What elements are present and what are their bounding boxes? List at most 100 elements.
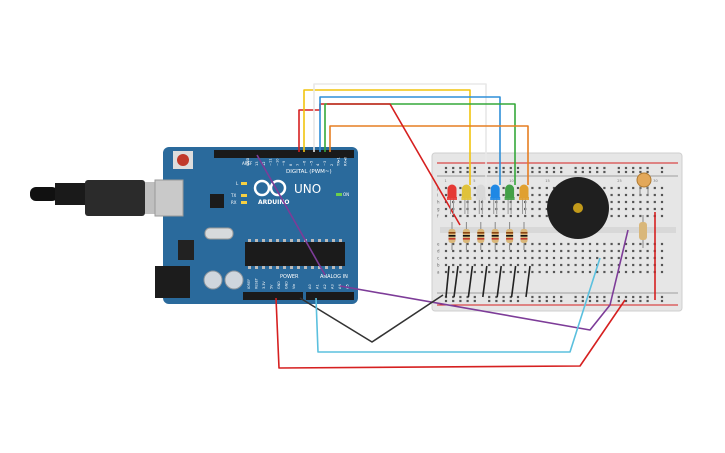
breadboard-hole [516, 214, 520, 218]
breadboard-hole [552, 249, 556, 253]
wire-red-5v [275, 297, 626, 369]
rail-hole [473, 166, 476, 170]
resistor-band [477, 235, 485, 237]
breadboard-hole [617, 249, 620, 253]
breadboard-hole [545, 200, 548, 204]
usb-plug-housing [85, 180, 145, 216]
rail-hole [538, 166, 541, 170]
breadboard-hole [603, 263, 606, 267]
rail-hole [488, 295, 491, 299]
column-number: 30 [653, 179, 657, 183]
breadboard-hole [603, 270, 606, 274]
rail-hole [473, 170, 476, 174]
breadboard-hole [488, 256, 491, 260]
gnd-pin-label: GND [246, 158, 250, 166]
breadboard-hole [567, 242, 570, 246]
rail-hole [574, 295, 577, 299]
breadboard-hole [480, 242, 484, 246]
logo-left-loop [253, 179, 271, 197]
breadboard-hole [473, 263, 476, 267]
rail-hole [624, 166, 628, 170]
breadboard-hole [473, 200, 476, 204]
breadboard-hole [459, 193, 462, 197]
breadboard-hole [639, 249, 642, 253]
rail-hole [488, 299, 491, 303]
resistor-band [448, 238, 456, 240]
breadboard-hole [488, 200, 491, 204]
digital-label: DIGITAL (PWM~) [286, 169, 332, 175]
breadboard-hole [459, 256, 462, 260]
breadboard-hole [459, 242, 462, 246]
breadboard-hole [459, 214, 462, 218]
rail-hole [596, 166, 599, 170]
breadboard-hole [624, 207, 628, 211]
breadboard-hole [574, 249, 577, 253]
rail-hole [488, 166, 491, 170]
breadboard-hole [646, 207, 649, 211]
breadboard-hole [466, 256, 469, 260]
rail-hole [617, 295, 620, 299]
rail-hole [639, 170, 642, 174]
rail-hole [560, 170, 563, 174]
breadboard-hole [516, 207, 520, 211]
breadboard-hole [531, 207, 534, 211]
digital-pin-label: 7 [296, 164, 300, 166]
mcu-pin [297, 239, 300, 242]
breadboard-hole [596, 249, 599, 253]
rail-hole [516, 170, 520, 174]
breadboard-hole [466, 242, 469, 246]
breadboard-hole [653, 193, 656, 197]
rail-hole [545, 166, 548, 170]
breadboard-hole [660, 270, 664, 274]
breadboard-hole [509, 242, 512, 246]
breadboard-hole [560, 263, 563, 267]
breadboard-hole [596, 270, 599, 274]
breadboard-hole [488, 214, 491, 218]
breadboard-hole [639, 214, 642, 218]
rail-hole [646, 166, 649, 170]
breadboard-hole [632, 200, 635, 204]
mcu-pin [262, 266, 265, 269]
rail-hole [516, 295, 520, 299]
breadboard-hole [574, 270, 577, 274]
rail-hole [639, 166, 642, 170]
ground-jumper-wire [467, 265, 474, 298]
breadboard-hole [560, 270, 563, 274]
rail-hole [459, 170, 462, 174]
rail-hole [502, 170, 505, 174]
rail-hole [466, 166, 469, 170]
column-number: 5 [473, 179, 475, 183]
power-pin-label: GND [277, 281, 281, 289]
rail-hole [646, 295, 649, 299]
rail-hole [466, 170, 469, 174]
rail-hole [509, 299, 512, 303]
resistor-band [477, 238, 485, 240]
breadboard-hole [632, 256, 635, 260]
breadboard-hole [660, 200, 664, 204]
breadboard-hole [473, 207, 476, 211]
rail-hole [603, 295, 606, 299]
rail-hole [632, 295, 635, 299]
breadboard-hole [624, 200, 628, 204]
on-led [336, 193, 342, 196]
breadboard-hole [444, 186, 448, 190]
led-rim [475, 197, 486, 200]
breadboard-hole [452, 270, 455, 274]
tx-led [241, 194, 247, 197]
breadboard-hole [509, 270, 512, 274]
mcu-pin [297, 266, 300, 269]
breadboard-hole [624, 242, 628, 246]
breadboard-hole [617, 270, 620, 274]
led-body [490, 184, 500, 198]
microcontroller-pins [248, 239, 342, 269]
led-rim [490, 197, 501, 200]
rail-hole [624, 299, 628, 303]
photoresistor-head [636, 172, 652, 188]
rail-hole [581, 295, 584, 299]
breadboard-hole [660, 242, 664, 246]
row-letter: d [437, 249, 440, 254]
breadboard-hole [502, 249, 505, 253]
breadboard-hole [473, 249, 476, 253]
